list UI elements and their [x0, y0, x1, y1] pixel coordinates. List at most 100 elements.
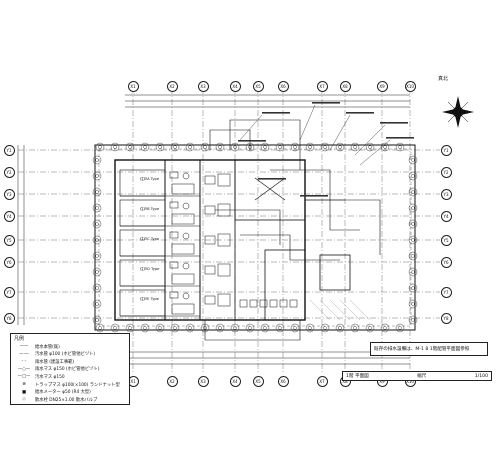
legend-item: —□—汚水マス φ150	[13, 373, 127, 380]
legend-item: ■給水メーター φ50 (R4 大型)	[13, 389, 127, 396]
tree-icon	[140, 323, 150, 333]
drain-pit-icon	[259, 299, 268, 308]
tree-icon	[125, 323, 135, 333]
kitchen-icon	[217, 173, 231, 187]
legend-text: 給水メーター φ50 (R4 大型)	[35, 390, 91, 396]
axis-bubble-top: X10	[404, 80, 416, 92]
tree-icon	[170, 142, 180, 152]
tree-icon	[320, 323, 330, 333]
tree-icon	[140, 142, 150, 152]
tree-icon	[245, 323, 255, 333]
tree-icon	[92, 299, 102, 309]
toilet-icon	[169, 171, 179, 179]
legend-text: 雨水管 (建設工事範)	[35, 359, 75, 365]
tree-icon	[110, 323, 120, 333]
tree-icon	[215, 142, 225, 152]
bathtub-icon	[171, 213, 195, 225]
axis-bubble-right: Y1	[440, 144, 452, 156]
drainage-notice-text: 既存の排水設備は、M-1 8 1階配管平面図参照	[374, 347, 470, 352]
legend-item: —○—雨水マス φ150 (ホビ管他ビヅト)	[13, 366, 127, 373]
tree-icon	[335, 323, 345, 333]
tree-icon	[215, 323, 225, 333]
legend-item: —·—汚水管 φ100 (ホビ管他ビヅト)	[13, 351, 127, 358]
axis-bubble-top: X4	[229, 80, 241, 92]
axis-bubble-left: Y7	[3, 286, 15, 298]
tree-icon	[290, 323, 300, 333]
bottom-dimension-lines	[125, 351, 410, 365]
tree-icon	[408, 203, 418, 213]
legend-symbol: —·—	[19, 351, 29, 357]
tree-icon	[155, 323, 165, 333]
tree-icon	[92, 187, 102, 197]
tree-icon	[290, 142, 300, 152]
dwelling-units: 住戸A Type 住戸B Type 住戸C Type 住戸D Type 住戸E Type	[119, 169, 200, 317]
tree-icon	[380, 323, 390, 333]
legend-title: 凡例	[14, 336, 25, 342]
unit-label: 住戸B Type	[140, 206, 160, 211]
axis-bubble-top: X3	[197, 80, 209, 92]
drain-pit-icon	[279, 299, 288, 308]
tree-icon	[350, 323, 360, 333]
unit-row: 住戸D Type	[119, 259, 200, 287]
legend-text: トラップマス φ100(×100) ランドナット型	[35, 382, 120, 388]
axis-bubble-left: Y8	[3, 312, 15, 324]
axis-bubble-right: Y5	[440, 234, 452, 246]
bathtub-icon	[171, 273, 195, 285]
kitchen-icon	[217, 263, 231, 277]
toilet-icon	[169, 231, 179, 239]
tree-icon	[110, 142, 120, 152]
annotation-marks	[238, 102, 414, 197]
tree-icon	[408, 155, 418, 165]
annotation-mark	[346, 112, 374, 114]
axis-bubble-bottom: X6	[277, 375, 289, 387]
plumbing-fixtures	[169, 171, 298, 315]
tree-icon	[260, 142, 270, 152]
basin-icon	[182, 262, 190, 270]
axis-bubble-left: Y3	[3, 188, 15, 200]
legend-symbol: - -	[21, 359, 27, 365]
tree-icon	[185, 142, 195, 152]
axis-bubble-top: X6	[277, 80, 289, 92]
unit-label: 住戸C Type	[140, 236, 160, 241]
axis-bubble-right: Y8	[440, 312, 452, 324]
toilet-icon	[169, 201, 179, 209]
unit-row: 住戸E Type	[119, 289, 200, 317]
legend-text: 雨水マス φ150 (ホビ管他ビヅト)	[35, 367, 100, 373]
tree-icon	[305, 142, 315, 152]
tree-icon	[275, 323, 285, 333]
unit-row: 住戸A Type	[119, 169, 200, 197]
axis-bubble-bottom: X5	[252, 375, 264, 387]
tree-icon	[95, 323, 105, 333]
drain-pit-icon	[239, 299, 248, 308]
unit-row: 住戸C Type	[119, 229, 200, 257]
axis-bubble-left: Y6	[3, 256, 15, 268]
axis-bubble-right: Y3	[440, 188, 452, 200]
annotation-mark	[300, 195, 328, 197]
tree-icon	[408, 219, 418, 229]
toilet-icon	[169, 261, 179, 269]
axis-bubble-bottom: X4	[229, 375, 241, 387]
scale-value: 1/100	[474, 373, 488, 379]
title-block: 1階 平面図 縮尺 1/100	[342, 371, 492, 381]
axis-bubble-right: Y4	[440, 210, 452, 222]
tree-icon	[92, 155, 102, 165]
axis-bubble-left: Y4	[3, 210, 15, 222]
unit-label: 住戸E Type	[140, 296, 160, 301]
tree-icon	[335, 142, 345, 152]
tree-icon	[92, 251, 102, 261]
landscape-trees	[92, 142, 418, 333]
north-label: 真北	[438, 75, 448, 82]
left-dimension-lines	[17, 145, 25, 325]
legend-item: ⊗トラップマス φ100(×100) ランドナット型	[13, 381, 127, 388]
axis-bubble-bottom: X7	[316, 375, 328, 387]
axis-bubble-top: X5	[252, 80, 264, 92]
tree-icon	[408, 315, 418, 325]
tree-icon	[92, 235, 102, 245]
toilet-icon	[169, 291, 179, 299]
axis-bubble-top: X9	[376, 80, 388, 92]
axis-bubble-bottom: X3	[197, 375, 209, 387]
unit-row: 住戸B Type	[119, 199, 200, 227]
unit-label: 住戸D Type	[140, 266, 160, 271]
axis-bubble-top: X1	[127, 80, 139, 92]
